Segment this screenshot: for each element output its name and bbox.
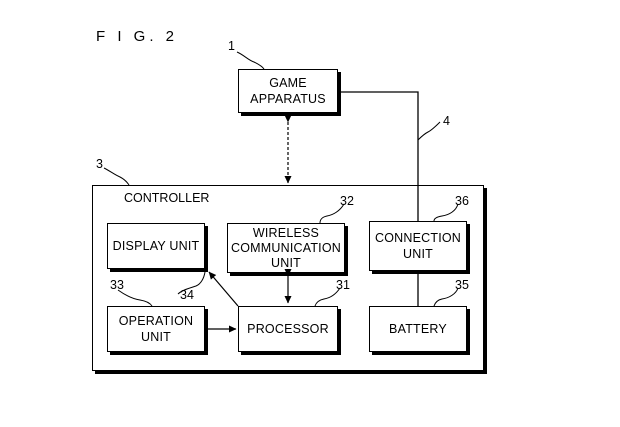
leader-battery (433, 287, 459, 307)
ref-operation: 33 (110, 278, 124, 292)
game-apparatus-line2: APPARATUS (250, 92, 326, 106)
operation-unit-box: OPERATION UNIT (107, 306, 205, 352)
ref-display: 34 (180, 288, 194, 302)
ref-battery: 35 (455, 278, 469, 292)
ref-controller: 3 (96, 157, 103, 171)
leader-wireless (319, 203, 345, 224)
display-unit-box: DISPLAY UNIT (107, 223, 205, 269)
display-unit-label: DISPLAY UNIT (112, 239, 200, 253)
ref-connection: 36 (455, 194, 469, 208)
connection-unit-line2: UNIT (403, 247, 433, 261)
leader-display (177, 271, 206, 295)
processor-label: PROCESSOR (247, 322, 329, 336)
wireless-unit-line1: WIRELESS (252, 225, 320, 240)
leader-connection (433, 203, 459, 222)
operation-unit-line2: UNIT (141, 330, 171, 344)
leader-game-apparatus (236, 51, 265, 70)
leader-controller (103, 167, 130, 186)
cable-line (338, 91, 419, 221)
ref-processor: 31 (336, 278, 350, 292)
processor-display-arrow (208, 271, 239, 307)
game-apparatus-line1: GAME (269, 76, 307, 90)
ref-wireless: 32 (340, 194, 354, 208)
game-apparatus-box: GAME APPARATUS (238, 69, 338, 113)
ref-game-apparatus: 1 (228, 39, 235, 53)
battery-box: BATTERY (369, 306, 467, 352)
processor-box: PROCESSOR (238, 306, 338, 352)
leader-operation (117, 289, 153, 307)
leader-processor (314, 287, 341, 307)
controller-label: CONTROLLER (124, 191, 210, 205)
battery-label: BATTERY (389, 322, 447, 336)
leader-cable (417, 121, 441, 141)
wireless-unit-line3: UNIT (271, 255, 301, 270)
wireless-unit-line2: COMMUNICATION (231, 240, 341, 255)
connection-unit-box: CONNECTION UNIT (369, 221, 467, 271)
operation-unit-line1: OPERATION (118, 314, 194, 328)
connection-unit-line1: CONNECTION (374, 231, 462, 245)
figure-label: F I G. 2 (96, 28, 179, 45)
wireless-unit-box: WIRELESS COMMUNICATION UNIT (227, 223, 345, 273)
ref-cable: 4 (443, 114, 450, 128)
